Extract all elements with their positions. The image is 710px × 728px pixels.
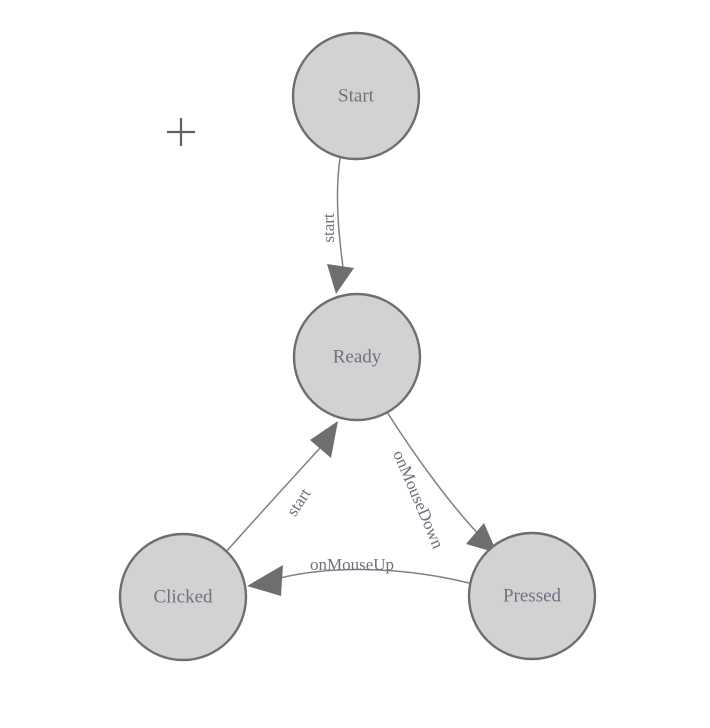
edge-label-pressed-to-clicked: onMouseUp xyxy=(310,555,394,574)
edge-clicked-to-ready[interactable]: start xyxy=(224,421,338,554)
node-label-clicked: Clicked xyxy=(153,586,213,607)
node-label-ready: Ready xyxy=(333,346,382,367)
node-start[interactable]: Start xyxy=(291,31,421,161)
node-shape[interactable] xyxy=(292,292,422,422)
edge-path[interactable] xyxy=(224,447,321,554)
node-layer: Start Ready Clicked Pressed xyxy=(118,31,597,662)
node-label-pressed: Pressed xyxy=(503,585,562,606)
edge-pressed-to-clicked[interactable]: onMouseUp xyxy=(247,555,470,596)
edge-start-to-ready[interactable]: start xyxy=(319,157,354,294)
node-clicked[interactable]: Clicked xyxy=(118,532,248,662)
crosshair-icon[interactable] xyxy=(167,118,195,146)
arrowhead-icon xyxy=(466,523,497,553)
node-shape[interactable] xyxy=(467,531,597,661)
node-shape[interactable] xyxy=(291,31,421,161)
node-label-start: Start xyxy=(338,85,375,106)
arrowhead-icon xyxy=(310,421,338,458)
edge-path[interactable] xyxy=(279,568,470,584)
edge-label-start-to-ready: start xyxy=(319,213,338,243)
edge-label-clicked-to-ready: start xyxy=(283,484,315,519)
edge-ready-to-pressed[interactable]: onMouseDown xyxy=(386,411,497,553)
arrowhead-icon xyxy=(247,565,283,596)
edge-label-ready-to-pressed: onMouseDown xyxy=(389,447,448,551)
node-ready[interactable]: Ready xyxy=(292,292,422,422)
node-shape[interactable] xyxy=(118,532,248,662)
edge-path[interactable] xyxy=(336,157,345,276)
node-pressed[interactable]: Pressed xyxy=(467,531,597,661)
edge-path[interactable] xyxy=(386,411,485,541)
arrowhead-icon xyxy=(327,264,354,294)
